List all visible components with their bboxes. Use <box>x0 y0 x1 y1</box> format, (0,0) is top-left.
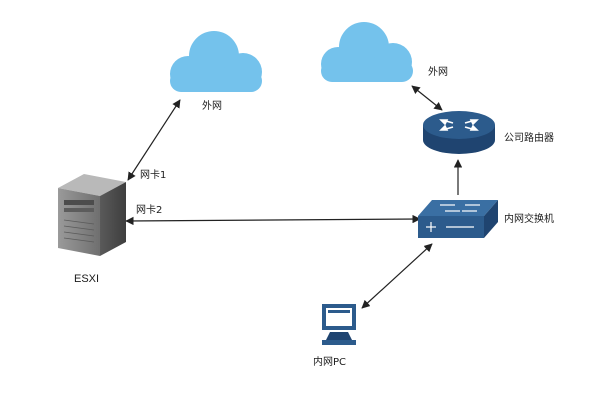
esxi-label: ESXI <box>74 273 99 285</box>
link-esxi-switch <box>125 214 421 226</box>
server-tower-icon <box>58 174 126 256</box>
desktop-computer-icon <box>322 304 356 345</box>
internet-right-label: 外网 <box>428 66 448 78</box>
cloud-icon <box>321 22 413 82</box>
pc-label: 内网PC <box>313 355 346 368</box>
nic2-label: 网卡2 <box>136 203 162 216</box>
router-label: 公司路由器 <box>504 131 554 144</box>
network-switch-icon <box>418 200 498 238</box>
link-internet-router <box>411 85 443 111</box>
cloud-icon <box>170 31 262 92</box>
link-pc-switch <box>361 243 433 309</box>
router-icon <box>423 111 495 154</box>
switch-label: 内网交换机 <box>504 212 554 225</box>
link-esxi-internet <box>127 99 181 181</box>
internet-left-label: 外网 <box>202 100 222 112</box>
nic1-label: 网卡1 <box>140 168 166 181</box>
